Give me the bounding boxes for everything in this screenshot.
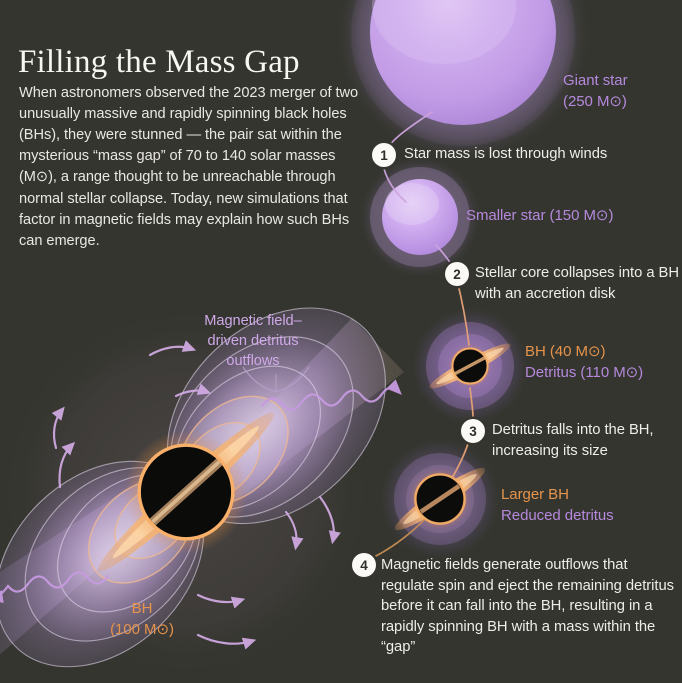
step-number-1: 1 xyxy=(372,143,396,167)
magnetic-lobe-upper xyxy=(0,460,205,668)
bh-stage3-graphic xyxy=(378,437,502,561)
step-number-4: 4 xyxy=(352,553,376,577)
step-text-2: Stellar core collapses into a BH with an… xyxy=(475,265,680,302)
outflow-waves xyxy=(0,379,402,604)
step-number-3: 3 xyxy=(461,419,485,443)
label-giant-star: Giant star (250 M⊙) xyxy=(563,72,628,110)
label-reduced-detritus: Reduced detritus xyxy=(501,507,614,524)
step-text-1: Star mass is lost through winds xyxy=(404,146,608,162)
label-bh-40: BH (40 M⊙) xyxy=(525,343,606,360)
label-bh-stage2: BH (40 M⊙) Detritus (110 M⊙) xyxy=(525,341,643,383)
step-text-3: Detritus falls into the BH, increasing i… xyxy=(492,422,654,459)
outflow-jets xyxy=(0,318,404,655)
label-outflows: Magnetic field– driven detritus outflows xyxy=(204,313,302,369)
label-smaller-star: Smaller star (150 M⊙) xyxy=(466,207,614,224)
field-arrows xyxy=(51,340,341,650)
giant-star-graphic xyxy=(335,0,591,162)
label-larger-bh: Larger BH xyxy=(501,486,569,503)
smaller-star-graphic xyxy=(358,155,482,279)
label-detritus-110: Detritus (110 M⊙) xyxy=(525,364,644,381)
step-number-2: 2 xyxy=(445,262,469,286)
stage-connectors xyxy=(371,111,475,559)
page-title: Filling the Mass Gap xyxy=(18,44,300,81)
label-bh-100: BH (100 M⊙) xyxy=(110,600,174,638)
bh-featured-core xyxy=(97,412,275,572)
label-bh-stage3: Larger BH Reduced detritus xyxy=(501,484,614,526)
intro-paragraph: When astronomers observed the 2023 merge… xyxy=(19,84,359,250)
step-text-4: Magnetic fields generate outflows that r… xyxy=(381,557,674,655)
bh-stage2-graphic xyxy=(410,306,530,426)
